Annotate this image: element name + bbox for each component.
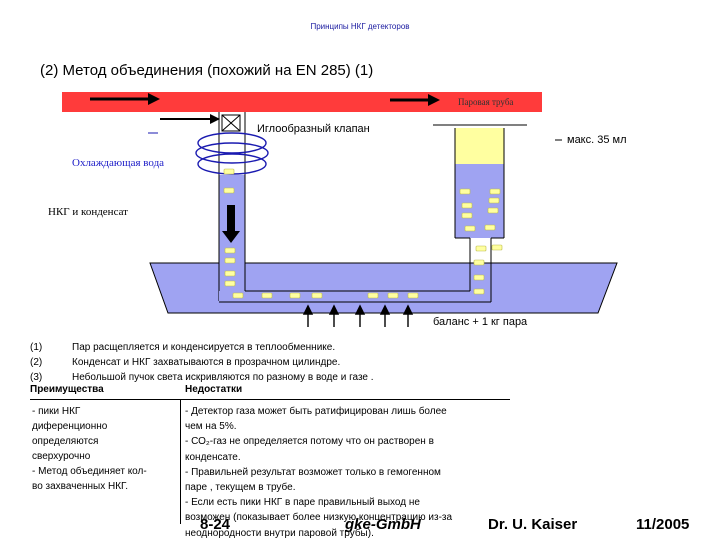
advantages-header: Преимущества [30, 384, 104, 395]
advantage-line: диференционно [32, 421, 108, 432]
page-header: Принципы НКГ детекторов [310, 22, 410, 31]
footer-author: Dr. U. Kaiser [488, 516, 578, 533]
bubbles [223, 168, 503, 299]
footer-company: gke-GmbH [345, 516, 421, 533]
page-title: (2) Метод объединения (похожий на EN 285… [40, 62, 374, 79]
note-item: (2) Конденсат и НКГ захватываются в прозр… [30, 355, 374, 370]
cooling-water-label: Охлаждающая вода [72, 157, 165, 169]
advantage-line: сверхурочно [32, 451, 91, 462]
disadvantage-line: - Правильней результат возможет только в… [185, 466, 441, 478]
advantage-line: - пики НКГ [32, 406, 81, 417]
steam-pipe-label: Паровая труба [458, 97, 514, 107]
disadvantage-line: паре , текущем в трубе. [185, 482, 296, 494]
disadvantage-line: - Детектор газа может быть ратифицирован… [185, 406, 447, 417]
disadvantage-line: - СО₂-газ не определяется потому что он … [185, 436, 434, 448]
footer-page: 8-24 [200, 516, 231, 533]
needle-valve-icon [221, 114, 241, 132]
disadvantage-line: конденсате. [185, 451, 241, 463]
steam-flow-arrow-2 [390, 94, 440, 106]
disadvantages-header: Недостатки [185, 384, 243, 395]
note-text: Небольшой пучок света искривляются по ра… [72, 372, 374, 383]
disadvantages-list: - Детектор газа может быть ратифицирован… [185, 404, 515, 541]
note-number: (3) [30, 372, 43, 383]
needle-valve-label: Иглообразный клапан [257, 123, 370, 135]
advantage-line: во захваченных НКГ. [32, 481, 129, 492]
steam-flow-arrow-1 [90, 93, 160, 105]
heat-arrows [302, 304, 414, 327]
note-item: (3) Небольшой пучок света искривляются по… [30, 370, 374, 385]
note-text: Конденсат и НКГ захватываются в прозрачн… [72, 357, 341, 368]
disadvantage-line: - Если есть пики НКГ в паре правильный в… [185, 497, 420, 509]
note-number: (1) [30, 342, 43, 353]
footer-date: 11/2005 [636, 516, 690, 533]
note-number: (2) [30, 357, 43, 368]
notes-list: (1) Пар расщепляется и конденсируется в т… [30, 340, 374, 385]
disadvantage-line: неоднородности внутри паровой трубы). [185, 527, 374, 539]
balance-label: баланс + 1 кг пара [433, 316, 528, 328]
note-text: Пар расщепляется и конденсируется в тепл… [72, 342, 336, 353]
table-divider [30, 399, 510, 400]
advantages-list: - пики НКГ диференционно определяются св… [32, 404, 177, 494]
advantage-line: - Метод объединяет кол- [32, 466, 147, 477]
note-item: (1) Пар расщепляется и конденсируется в т… [30, 340, 374, 355]
valve-branch-arrow [160, 114, 220, 124]
max-volume-label: макс. 35 мл [567, 134, 627, 146]
cooling-coil [195, 132, 269, 175]
disadvantage-line: чем на 5%. [185, 421, 237, 433]
disadvantage-line: возможен (показывает более низкую концен… [185, 512, 453, 524]
cylinder-foam [455, 128, 504, 164]
condensate-down-arrow [222, 205, 240, 243]
table-column-divider [180, 399, 181, 524]
bottom-pipe-water [219, 291, 491, 302]
advantage-line: определяются [32, 436, 99, 447]
steam-pipe [62, 92, 542, 112]
ncg-condensate-label: НКГ и конденсат [48, 206, 128, 218]
steam-trap-diagram [62, 92, 618, 327]
